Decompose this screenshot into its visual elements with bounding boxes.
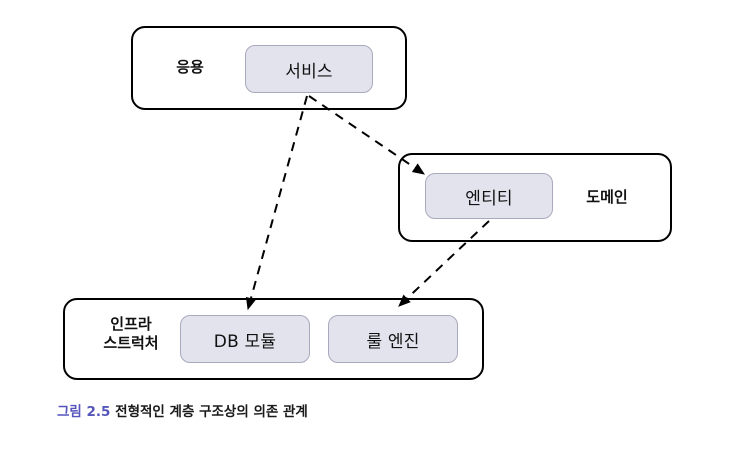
figure-caption: 그림 2.5 전형적인 계층 구조상의 의존 관계 — [57, 400, 308, 420]
component-entity-label: 엔티티 — [465, 188, 513, 209]
component-service-label: 서비스 — [285, 61, 333, 82]
component-rule-engine-label: 룰 엔진 — [366, 331, 420, 352]
layer-label-infrastructure: 인프라 스트럭처 — [103, 315, 159, 352]
component-db-module[interactable]: DB 모듈 — [180, 315, 310, 363]
component-service[interactable]: 서비스 — [245, 45, 373, 93]
figure-caption-text: 전형적인 계층 구조상의 의존 관계 — [115, 404, 308, 420]
arrow-service-to-db-module — [245, 95, 308, 311]
component-db-module-label: DB 모듈 — [213, 331, 277, 352]
figure-caption-number: 그림 2.5 — [57, 404, 111, 420]
layer-label-application: 응용 — [176, 58, 204, 76]
layer-label-domain: 도메인 — [586, 188, 628, 206]
component-rule-engine[interactable]: 룰 엔진 — [328, 315, 458, 363]
component-entity[interactable]: 엔티티 — [425, 173, 553, 219]
